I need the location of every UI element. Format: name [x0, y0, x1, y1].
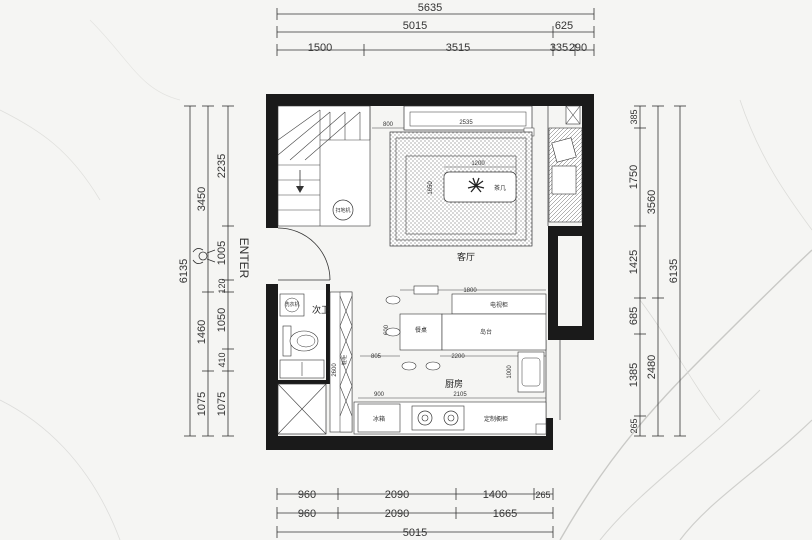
dim-bottom-960b: 960	[298, 508, 316, 520]
d2200-label: 2200	[451, 354, 465, 360]
custom-cabinet-label: 定制橱柜	[484, 415, 508, 423]
dim-right-3560: 3560	[646, 190, 658, 214]
dim-left-2235: 2235	[216, 154, 228, 178]
walls	[266, 94, 594, 450]
enter-label: ENTER	[237, 238, 251, 279]
dim-top-1500: 1500	[308, 42, 332, 54]
washer	[279, 293, 305, 317]
d900-label: 900	[374, 392, 385, 398]
living-room-label: 客厅	[457, 251, 475, 262]
tv-cabinet-label: 电视柜	[490, 301, 508, 309]
dim-left-410: 410	[217, 352, 227, 367]
entry-door	[277, 227, 331, 281]
dim-bottom-1665: 1665	[493, 508, 517, 520]
shoe-cabinet-label: 鞋柜	[341, 355, 348, 365]
window-top-right	[545, 105, 583, 420]
fridge	[357, 403, 401, 433]
d2105-label: 2105	[453, 392, 467, 398]
d1650-label: 1650	[428, 181, 434, 195]
dim-right-1425: 1425	[628, 250, 640, 274]
dim-top-3515: 3515	[446, 42, 470, 54]
person-icon	[192, 248, 216, 264]
dim-top-335: 335	[550, 42, 568, 54]
dim-left-1460: 1460	[196, 320, 208, 344]
dining-table-label: 餐桌	[415, 326, 427, 334]
dining-area: 电视柜 1800 餐桌 岛台 600 805 2200	[360, 285, 547, 371]
shoe-cabinet: 鞋柜 2600	[329, 291, 353, 433]
top-dimensions: 5635 5015 625 1500 3515 335 290	[276, 2, 595, 56]
right-dimensions: 385 1750 1425 685 1385 265 3560 2480 613…	[628, 105, 686, 437]
island	[441, 313, 547, 351]
washer-label: 洗衣机	[284, 301, 299, 308]
stools	[385, 295, 441, 371]
dim-left-120: 120	[217, 278, 227, 293]
dim-right-2480: 2480	[646, 355, 658, 379]
staircase: 800	[277, 105, 405, 227]
kitchen-label: 厨房	[445, 378, 463, 389]
dim-right-385: 385	[629, 109, 639, 124]
dim-right-1385: 1385	[628, 363, 640, 387]
coffee-table-label: 茶几	[494, 184, 506, 192]
left-dimensions: 6135 3450 1460 1075 2235 1005 120 1050 4…	[178, 105, 251, 437]
d1800-label: 1800	[463, 288, 477, 294]
secondary-bathroom: 洗衣机 次卫	[278, 290, 330, 379]
living-room: 2535 沙发 1200 1650 茶几 客厅	[389, 105, 535, 262]
d800-label: 800	[383, 122, 394, 128]
d1200-label: 1200	[471, 161, 485, 167]
dim-left-6135: 6135	[178, 259, 190, 283]
d2535-label: 2535	[459, 120, 473, 126]
dim-top-5015: 5015	[403, 20, 427, 32]
dim-bottom-2090b: 2090	[385, 508, 409, 520]
sweeper-label: 扫地机	[335, 207, 350, 214]
dim-right-265: 265	[629, 418, 639, 433]
dim-top-5635: 5635	[418, 2, 442, 14]
d805-label: 805	[371, 354, 382, 360]
bottom-dimensions: 960 2090 1400 265 960 2090 1665 5015	[276, 488, 554, 539]
dim-bottom-2090a: 2090	[385, 489, 409, 501]
toilet	[282, 325, 319, 357]
dim-bottom-5015: 5015	[403, 527, 427, 539]
dim-right-685: 685	[628, 307, 640, 325]
island-label: 岛台	[480, 328, 492, 336]
secondary-bath-label: 次卫	[312, 304, 330, 315]
d2600-label: 2600	[332, 363, 338, 377]
dim-left-3450: 3450	[196, 187, 208, 211]
dim-top-290: 290	[569, 42, 587, 54]
dim-bottom-1400: 1400	[483, 489, 507, 501]
dim-bottom-265: 265	[535, 490, 550, 500]
kitchen: 厨房 1000 900 2105 冰箱 定制橱柜	[353, 351, 547, 435]
stove	[411, 405, 465, 431]
d1000-label: 1000	[507, 365, 513, 379]
dim-left-1075a: 1075	[196, 392, 208, 416]
dim-bottom-960a: 960	[298, 489, 316, 501]
dim-left-1075b: 1075	[216, 392, 228, 416]
dining-table	[399, 313, 443, 351]
dim-right-6135: 6135	[668, 259, 680, 283]
dim-left-1050: 1050	[216, 308, 228, 332]
plant-icon	[467, 177, 485, 193]
dim-left-1005: 1005	[216, 241, 228, 265]
dim-right-1750: 1750	[628, 165, 640, 189]
dim-top-625: 625	[555, 20, 573, 32]
sweeper-robot: 扫地机	[332, 199, 354, 221]
fridge-label: 冰箱	[373, 415, 385, 423]
storage-closet	[277, 383, 327, 435]
